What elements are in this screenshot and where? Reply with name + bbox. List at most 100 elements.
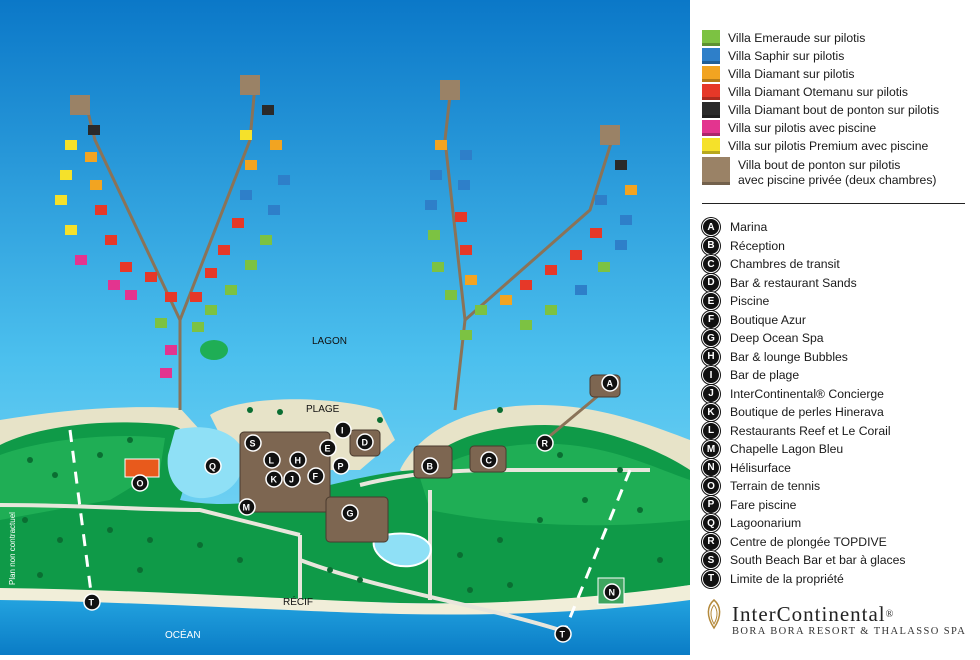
badge-n[interactable]: N — [603, 583, 621, 601]
villa — [625, 185, 637, 195]
badge-icon: Q — [702, 514, 720, 532]
svg-text:S: S — [250, 439, 256, 449]
villa — [445, 290, 457, 300]
svg-text:E: E — [325, 444, 331, 454]
badge-icon: S — [702, 551, 720, 569]
villa — [108, 280, 120, 290]
villa — [65, 140, 77, 150]
villa — [270, 140, 282, 150]
badge-g[interactable]: G — [341, 504, 359, 522]
villa — [615, 160, 627, 170]
badge-b[interactable]: B — [421, 457, 439, 475]
villa — [465, 275, 477, 285]
badge-s[interactable]: S — [244, 434, 262, 452]
villa — [545, 305, 557, 315]
svg-text:M: M — [243, 503, 251, 513]
svg-text:F: F — [313, 472, 319, 482]
badge-p[interactable]: P — [332, 457, 350, 475]
villa — [245, 260, 257, 270]
svg-text:G: G — [347, 509, 354, 519]
villa — [428, 230, 440, 240]
villa — [620, 215, 632, 225]
building-spa — [325, 496, 389, 543]
intercontinental-emblem-icon — [707, 599, 721, 630]
villa — [55, 195, 67, 205]
villa — [435, 140, 447, 150]
villa — [65, 225, 77, 235]
legend-label: Bar & lounge Bubbles — [730, 349, 848, 364]
villas-west — [55, 75, 290, 378]
badge-o[interactable]: O — [131, 474, 149, 492]
legend-label: Piscine — [730, 294, 770, 308]
badge-a[interactable]: A — [601, 374, 619, 392]
brand-registered: ® — [885, 608, 895, 620]
badge-d[interactable]: D — [356, 433, 374, 451]
villa — [88, 125, 100, 135]
legend-label: Villa Emeraude sur pilotis — [728, 31, 866, 45]
legend-villa-bout-ponton: Villa bout de ponton sur pilotis avec pi… — [702, 157, 936, 187]
villa — [460, 150, 472, 160]
villa — [520, 280, 532, 290]
badge-j[interactable]: J — [283, 470, 301, 488]
palm-trees — [22, 407, 663, 593]
villa — [268, 205, 280, 215]
badge-icon: P — [702, 495, 720, 514]
badge-r[interactable]: R — [536, 434, 554, 452]
legend-point-e: E Piscine — [702, 292, 769, 310]
badge-f[interactable]: F — [307, 467, 325, 485]
badge-k[interactable]: K — [265, 470, 283, 488]
svg-text:T: T — [89, 598, 95, 608]
villa — [70, 95, 90, 115]
villa — [190, 292, 202, 302]
villas-east — [425, 80, 637, 340]
villa — [262, 105, 274, 115]
svg-text:N: N — [609, 588, 616, 598]
brand-name: InterContinental — [732, 601, 886, 626]
villa — [590, 228, 602, 238]
brand-subtitle: BORA BORA RESORT & THALASSO SPA — [732, 626, 967, 637]
legend-label: InterContinental® Concierge — [730, 386, 884, 401]
pontoon-west-left — [83, 99, 182, 410]
legend-villa-saphir: Villa Saphir sur pilotis — [702, 48, 844, 64]
villa — [600, 125, 620, 145]
badge-i[interactable]: I — [334, 421, 352, 439]
badge-icon: E — [702, 292, 720, 310]
badge-t-east[interactable]: T — [554, 625, 572, 643]
pool — [372, 532, 432, 568]
badge-t-west[interactable]: T — [83, 593, 101, 611]
legend-label: Villa Diamant Otemanu sur pilotis — [728, 85, 908, 99]
villa — [615, 240, 627, 250]
legend-label: Limite de la propriété — [730, 571, 844, 586]
badge-c[interactable]: C — [480, 451, 498, 469]
green-villa-icon — [702, 30, 720, 46]
svg-text:I: I — [341, 426, 344, 436]
islet — [200, 340, 228, 360]
reef-beach — [0, 585, 690, 615]
yellow-villa-icon — [702, 138, 720, 154]
building-main — [239, 431, 331, 513]
svg-text:K: K — [271, 475, 278, 485]
villa — [440, 80, 460, 100]
svg-text:D: D — [362, 438, 369, 448]
property-limit-west — [68, 429, 94, 601]
legend-villa-diamant-bout: Villa Diamant bout de ponton sur pilotis — [702, 102, 939, 118]
villa — [205, 305, 217, 315]
resort-map-svg: LAGON PLAGE RÉCIF OCÉAN Plan non contrac… — [0, 0, 690, 655]
badge-icon: C — [702, 255, 720, 273]
villa — [240, 75, 260, 95]
badge-l[interactable]: L — [263, 451, 281, 469]
villa — [145, 272, 157, 282]
badge-h[interactable]: H — [289, 451, 307, 469]
label-recif: RÉCIF — [283, 595, 313, 608]
svg-text:A: A — [607, 379, 614, 389]
svg-text:L: L — [269, 456, 275, 466]
svg-text:C: C — [486, 456, 493, 466]
badge-q[interactable]: Q — [204, 457, 222, 475]
legend-label: South Beach Bar et bar à glaces — [730, 553, 906, 567]
badge-e[interactable]: E — [319, 439, 337, 457]
badge-m[interactable]: M — [238, 498, 256, 516]
